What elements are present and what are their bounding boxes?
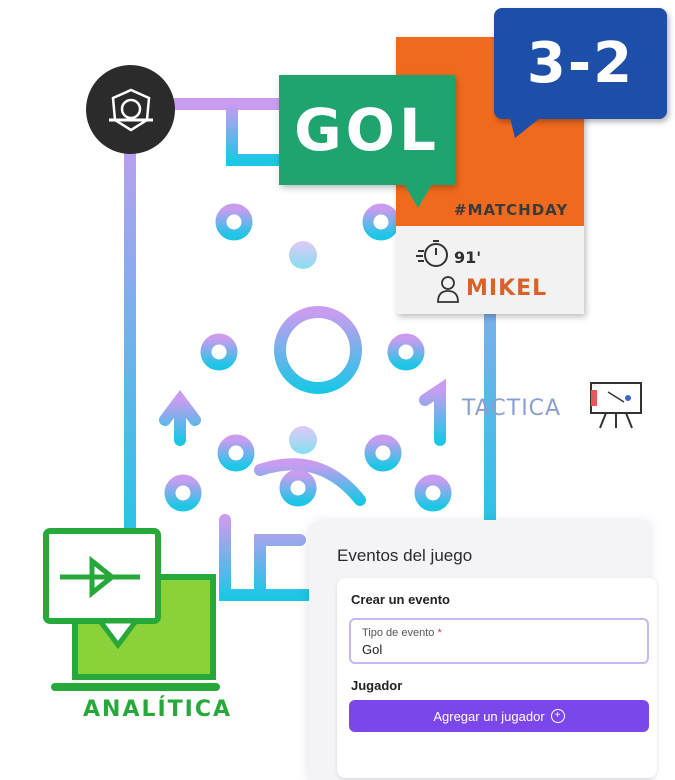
create-event-title: Crear un evento [351,592,450,607]
match-info-area [396,226,584,314]
create-event-card: Crear un evento Tipo de evento * Gol Jug… [337,578,657,778]
event-type-label: Tipo de evento * [362,627,442,639]
goal-badge: GOL [279,75,455,185]
matchday-hashtag: #MATCHDAY [454,201,569,219]
goal-minute: 91' [454,248,482,267]
add-player-button[interactable]: Agregar un jugador + [349,700,649,732]
score-badge: 3-2 [494,8,667,119]
tactic-board-icon [590,382,642,429]
analitica-label: ANALÍTICA [83,697,233,722]
plus-circle-icon: + [550,709,565,723]
event-type-value: Gol [362,642,383,657]
tactica-label: TACTICA [462,396,562,421]
goal-text: GOL [294,96,440,164]
score-text: 3-2 [526,31,635,96]
video-analysis-icon [43,528,220,691]
add-player-label: Agregar un jugador [433,708,545,724]
event-type-field[interactable]: Tipo de evento * Gol [349,618,649,664]
game-events-panel: Eventos del juego Crear un evento Tipo d… [309,520,657,780]
panel-title: Eventos del juego [337,546,473,565]
player-section-title: Jugador [351,678,403,693]
required-mark: * [437,627,442,639]
crest-icon [86,65,175,154]
stopwatch-icon [416,240,448,267]
player-name: MIKEL [466,276,548,301]
player-icon [437,276,459,303]
